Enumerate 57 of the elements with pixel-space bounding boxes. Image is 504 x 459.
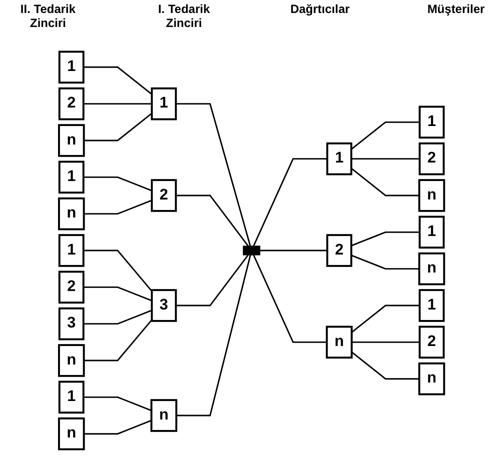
column-heading: II. Tedarik Zinciri — [19, 2, 77, 32]
connector — [176, 194, 250, 248]
connector — [84, 396, 152, 412]
node-box: 2 — [58, 270, 85, 304]
connector — [351, 168, 420, 196]
connector — [352, 158, 420, 160]
node-box: n — [150, 399, 178, 432]
node-box: 1 — [419, 289, 446, 322]
node-box: 1 — [151, 87, 178, 120]
node-box: 1 — [419, 216, 446, 249]
node-box: n — [58, 124, 86, 157]
connector — [351, 254, 420, 270]
node-box — [243, 246, 261, 256]
connector — [253, 158, 328, 247]
node-box: 1 — [58, 234, 85, 267]
node-box: 1 — [58, 380, 85, 414]
node-box: 1 — [58, 50, 85, 84]
node-box: n — [326, 326, 354, 359]
connector — [84, 319, 153, 362]
node-box: 2 — [419, 326, 446, 359]
node-box: 1 — [58, 160, 85, 194]
connector — [84, 112, 153, 142]
connector — [84, 176, 153, 192]
connector — [352, 304, 420, 333]
connector — [352, 351, 420, 380]
node-box: 1 — [326, 142, 353, 176]
node-box: n — [58, 344, 86, 377]
node-box: n — [418, 362, 446, 396]
node-box: n — [58, 197, 86, 230]
connector — [176, 254, 252, 416]
node-box: 3 — [151, 289, 178, 322]
connector — [176, 103, 252, 247]
node-box: n — [418, 252, 446, 286]
connector — [84, 420, 152, 435]
connector — [84, 66, 153, 95]
node-box: 2 — [326, 234, 353, 267]
node-box: 1 — [419, 106, 446, 139]
connector — [84, 310, 153, 325]
connector — [84, 200, 153, 215]
connector — [351, 121, 420, 150]
connector — [253, 254, 328, 343]
node-box: 3 — [58, 307, 85, 340]
node-box: 2 — [151, 179, 178, 212]
column-heading: Müşteriler — [426, 2, 486, 18]
connector — [84, 250, 153, 292]
column-heading: Dağrtıcılar — [289, 2, 351, 18]
column-heading: I. Tedarik Zinciri — [157, 2, 211, 32]
connector — [176, 254, 250, 306]
node-box: n — [58, 417, 86, 450]
connector — [352, 341, 420, 343]
connector — [260, 250, 328, 252]
connector — [84, 286, 153, 302]
node-box: 2 — [419, 142, 446, 176]
node-box: n — [418, 179, 446, 212]
connector — [351, 231, 420, 246]
node-box: 2 — [58, 87, 85, 120]
connector — [84, 103, 152, 105]
